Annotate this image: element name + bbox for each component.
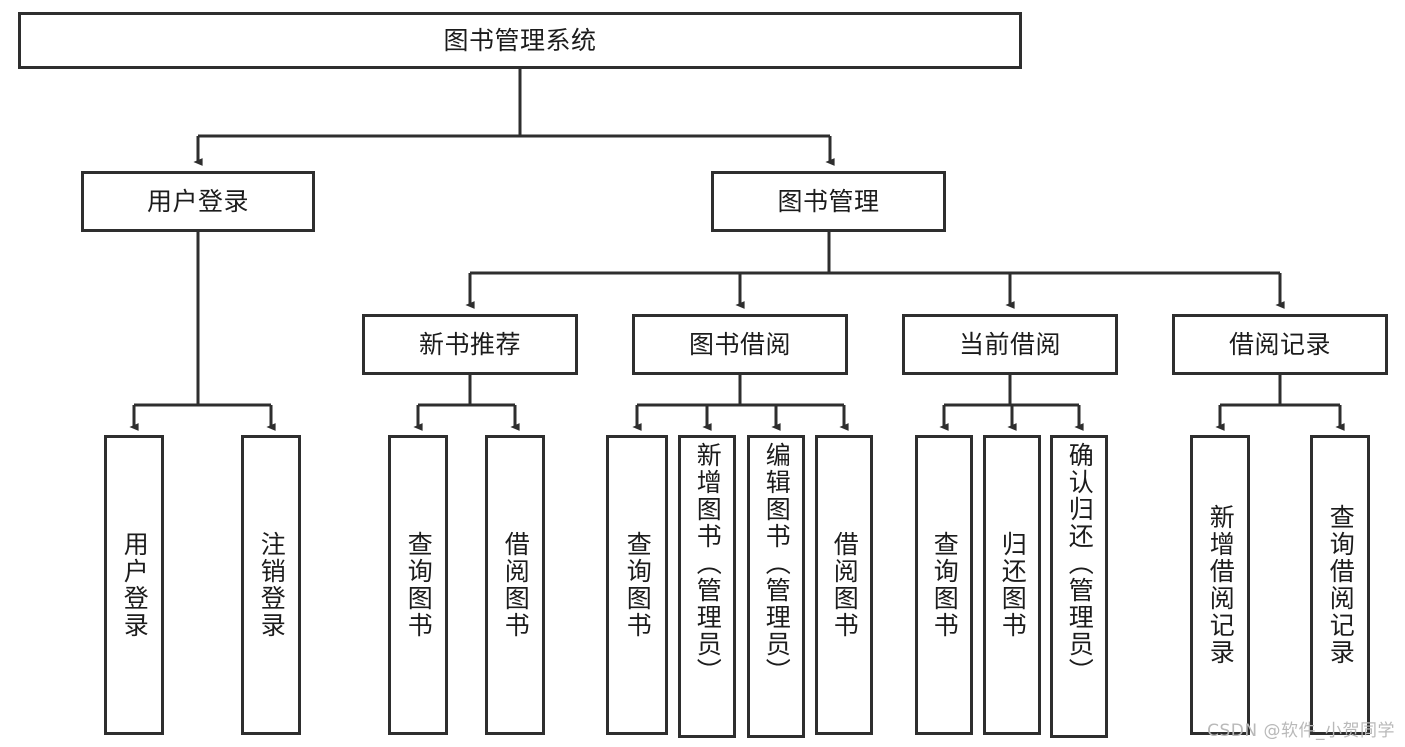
edge-borrow-record-to-leaves bbox=[1215, 375, 1345, 431]
edge-current-borrow-to-leaves bbox=[939, 375, 1084, 431]
node-leaf-query-book-3-label: 查询图书 bbox=[930, 531, 960, 639]
node-root[interactable]: 图书管理系统 bbox=[18, 12, 1022, 69]
node-book-manage[interactable]: 图书管理 bbox=[711, 171, 946, 232]
node-leaf-confirm-return[interactable]: 确认归还（管理员） bbox=[1050, 435, 1108, 738]
node-leaf-query-book-2[interactable]: 查询图书 bbox=[606, 435, 668, 735]
node-leaf-add-book[interactable]: 新增图书（管理员） bbox=[678, 435, 736, 738]
node-leaf-user-login[interactable]: 用户登录 bbox=[104, 435, 164, 735]
node-leaf-borrow-book-2[interactable]: 借阅图书 bbox=[815, 435, 873, 735]
node-book-manage-label: 图书管理 bbox=[777, 187, 880, 216]
node-current-borrow-label: 当前借阅 bbox=[958, 330, 1061, 359]
node-leaf-confirm-return-label: 确认归还（管理员） bbox=[1065, 442, 1095, 685]
node-leaf-query-book-3[interactable]: 查询图书 bbox=[915, 435, 973, 735]
node-leaf-add-book-label: 新增图书（管理员） bbox=[693, 442, 723, 685]
node-book-borrow[interactable]: 图书借阅 bbox=[632, 314, 848, 375]
node-leaf-logout-label: 注销登录 bbox=[257, 531, 287, 639]
node-leaf-user-login-label: 用户登录 bbox=[120, 531, 150, 639]
edge-book-borrow-to-leaves bbox=[632, 375, 849, 431]
edge-root-to-level2 bbox=[193, 69, 835, 166]
edge-new-book-rec-to-leaves bbox=[413, 375, 520, 431]
node-user-login-label: 用户登录 bbox=[146, 187, 249, 216]
node-new-book-rec[interactable]: 新书推荐 bbox=[362, 314, 578, 375]
node-leaf-borrow-book-2-label: 借阅图书 bbox=[830, 531, 860, 639]
node-new-book-rec-label: 新书推荐 bbox=[418, 330, 521, 359]
edge-book-manage-to-level3 bbox=[465, 232, 1285, 309]
node-leaf-add-record-label: 新增借阅记录 bbox=[1206, 504, 1236, 666]
node-leaf-query-book-2-label: 查询图书 bbox=[623, 531, 653, 639]
node-leaf-edit-book[interactable]: 编辑图书（管理员） bbox=[747, 435, 805, 738]
node-book-borrow-label: 图书借阅 bbox=[688, 330, 791, 359]
node-leaf-query-record[interactable]: 查询借阅记录 bbox=[1310, 435, 1370, 735]
node-borrow-record-label: 借阅记录 bbox=[1228, 330, 1331, 359]
node-user-login[interactable]: 用户登录 bbox=[81, 171, 315, 232]
node-current-borrow[interactable]: 当前借阅 bbox=[902, 314, 1118, 375]
node-leaf-edit-book-label: 编辑图书（管理员） bbox=[762, 442, 792, 685]
node-leaf-query-book-1[interactable]: 查询图书 bbox=[388, 435, 448, 735]
node-leaf-query-record-label: 查询借阅记录 bbox=[1326, 504, 1356, 666]
watermark-text: CSDN @软件_小贺同学 bbox=[1207, 721, 1395, 741]
node-leaf-query-book-1-label: 查询图书 bbox=[404, 531, 434, 639]
node-leaf-return-book-label: 归还图书 bbox=[998, 531, 1028, 639]
node-borrow-record[interactable]: 借阅记录 bbox=[1172, 314, 1388, 375]
node-leaf-borrow-book-1[interactable]: 借阅图书 bbox=[485, 435, 545, 735]
node-leaf-add-record[interactable]: 新增借阅记录 bbox=[1190, 435, 1250, 735]
edge-user-login-to-leaves bbox=[129, 232, 276, 431]
node-root-label: 图书管理系统 bbox=[443, 26, 597, 55]
node-leaf-return-book[interactable]: 归还图书 bbox=[983, 435, 1041, 735]
node-leaf-borrow-book-1-label: 借阅图书 bbox=[501, 531, 531, 639]
node-leaf-logout[interactable]: 注销登录 bbox=[241, 435, 301, 735]
